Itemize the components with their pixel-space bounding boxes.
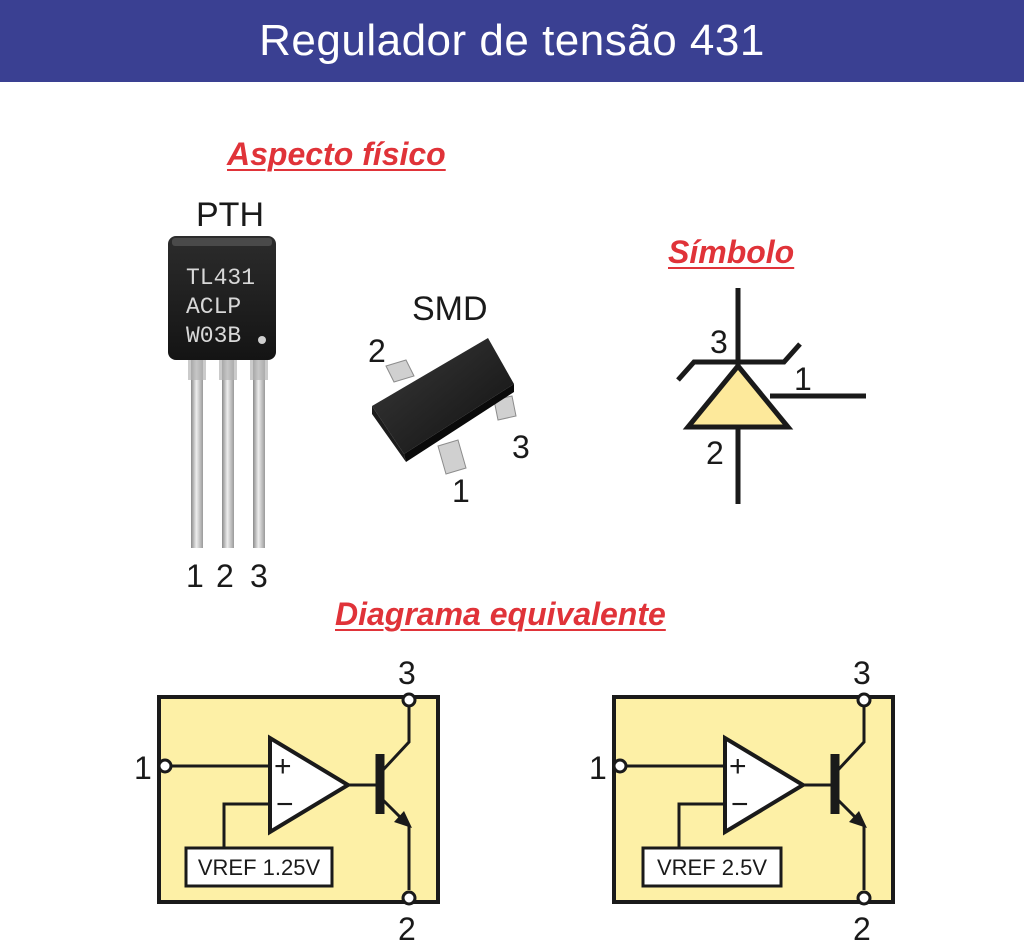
circuit-1-minus: − <box>276 788 294 821</box>
pth-leg-2 <box>222 352 234 548</box>
circuit-1-pin-3: 3 <box>398 655 416 691</box>
circuit-2-vref-label: VREF 2.5V <box>657 855 767 880</box>
circuit-1-terminal-2 <box>401 890 417 906</box>
smd-body <box>372 338 514 454</box>
symbol-triangle <box>682 362 794 430</box>
circuit-1-emitter-arrow <box>394 811 412 828</box>
pth-body <box>168 236 276 360</box>
circuit-2-minus: − <box>731 788 749 821</box>
pth-body-highlight <box>172 238 272 246</box>
smd-package <box>372 338 517 475</box>
symbol-pin-3: 3 <box>710 324 728 360</box>
equivalent-circuit-2 <box>612 692 895 906</box>
pth-marking-line1: TL431 <box>186 265 255 291</box>
circuit-2-terminal-3 <box>856 692 872 708</box>
pth-pin-3: 3 <box>250 558 268 594</box>
smd-lead-1 <box>437 439 467 475</box>
pth-label: PTH <box>196 196 264 234</box>
circuit-2-emitter-arrow <box>849 811 867 828</box>
circuit-1-terminal-3 <box>401 692 417 708</box>
circuit-2-vref-box <box>641 846 783 888</box>
circuit-1-opamp <box>268 734 352 836</box>
circuit-2-collector <box>836 706 866 772</box>
pth-marking-line3: W03B <box>186 323 241 349</box>
circuit-2-vref-wire <box>677 802 725 848</box>
equivalent-circuit-1 <box>157 692 440 906</box>
circuit-2-pin-2: 2 <box>853 911 871 947</box>
page-title: Regulador de tensão 431 <box>259 16 765 65</box>
circuit-1-plus: + <box>274 750 292 783</box>
smd-body-edge <box>404 384 514 462</box>
circuit-1-pin-1: 1 <box>134 750 152 786</box>
pth-pin1-dot <box>258 336 266 344</box>
zener-symbol <box>676 288 866 504</box>
circuit-1-pin-2: 2 <box>398 911 416 947</box>
circuit-2-plus: + <box>729 750 747 783</box>
equivalent-heading: Diagrama equivalente <box>335 596 666 632</box>
symbol-heading: Símbolo <box>668 234 795 270</box>
symbol-pin-2: 2 <box>706 435 724 471</box>
symbol-pin-1: 1 <box>794 361 812 397</box>
smd-lead-3 <box>493 395 517 421</box>
pth-package: TL431 ACLP W03B <box>168 236 276 548</box>
pth-leg-1 <box>191 352 203 548</box>
circuit-1-terminal-1 <box>157 758 173 774</box>
circuit-2-opamp <box>723 734 807 836</box>
circuit-2-pin-3: 3 <box>853 655 871 691</box>
circuit-1-collector <box>381 706 411 772</box>
title-bar: Regulador de tensão 431 <box>0 0 1024 82</box>
smd-label: SMD <box>412 290 488 328</box>
circuit-1-vref-wire <box>222 802 270 848</box>
pth-marking-line2: ACLP <box>186 294 241 320</box>
smd-pin-1: 1 <box>452 473 470 509</box>
physical-heading: Aspecto físico <box>227 136 446 172</box>
symbol-zener-bar <box>676 342 802 382</box>
pth-leg-3 <box>253 352 265 548</box>
pth-pin-1: 1 <box>186 558 204 594</box>
smd-pin-3: 3 <box>512 429 530 465</box>
circuit-2-terminal-1 <box>612 758 628 774</box>
pth-pin-2: 2 <box>216 558 234 594</box>
circuit-1-vref-box <box>184 846 334 888</box>
circuit-2-pin-1: 1 <box>589 750 607 786</box>
circuit-1-vref-label: VREF 1.25V <box>198 855 321 880</box>
smd-body-side <box>372 406 406 462</box>
circuit-2-terminal-2 <box>856 890 872 906</box>
smd-pin-2: 2 <box>368 333 386 369</box>
smd-lead-2 <box>385 359 415 383</box>
